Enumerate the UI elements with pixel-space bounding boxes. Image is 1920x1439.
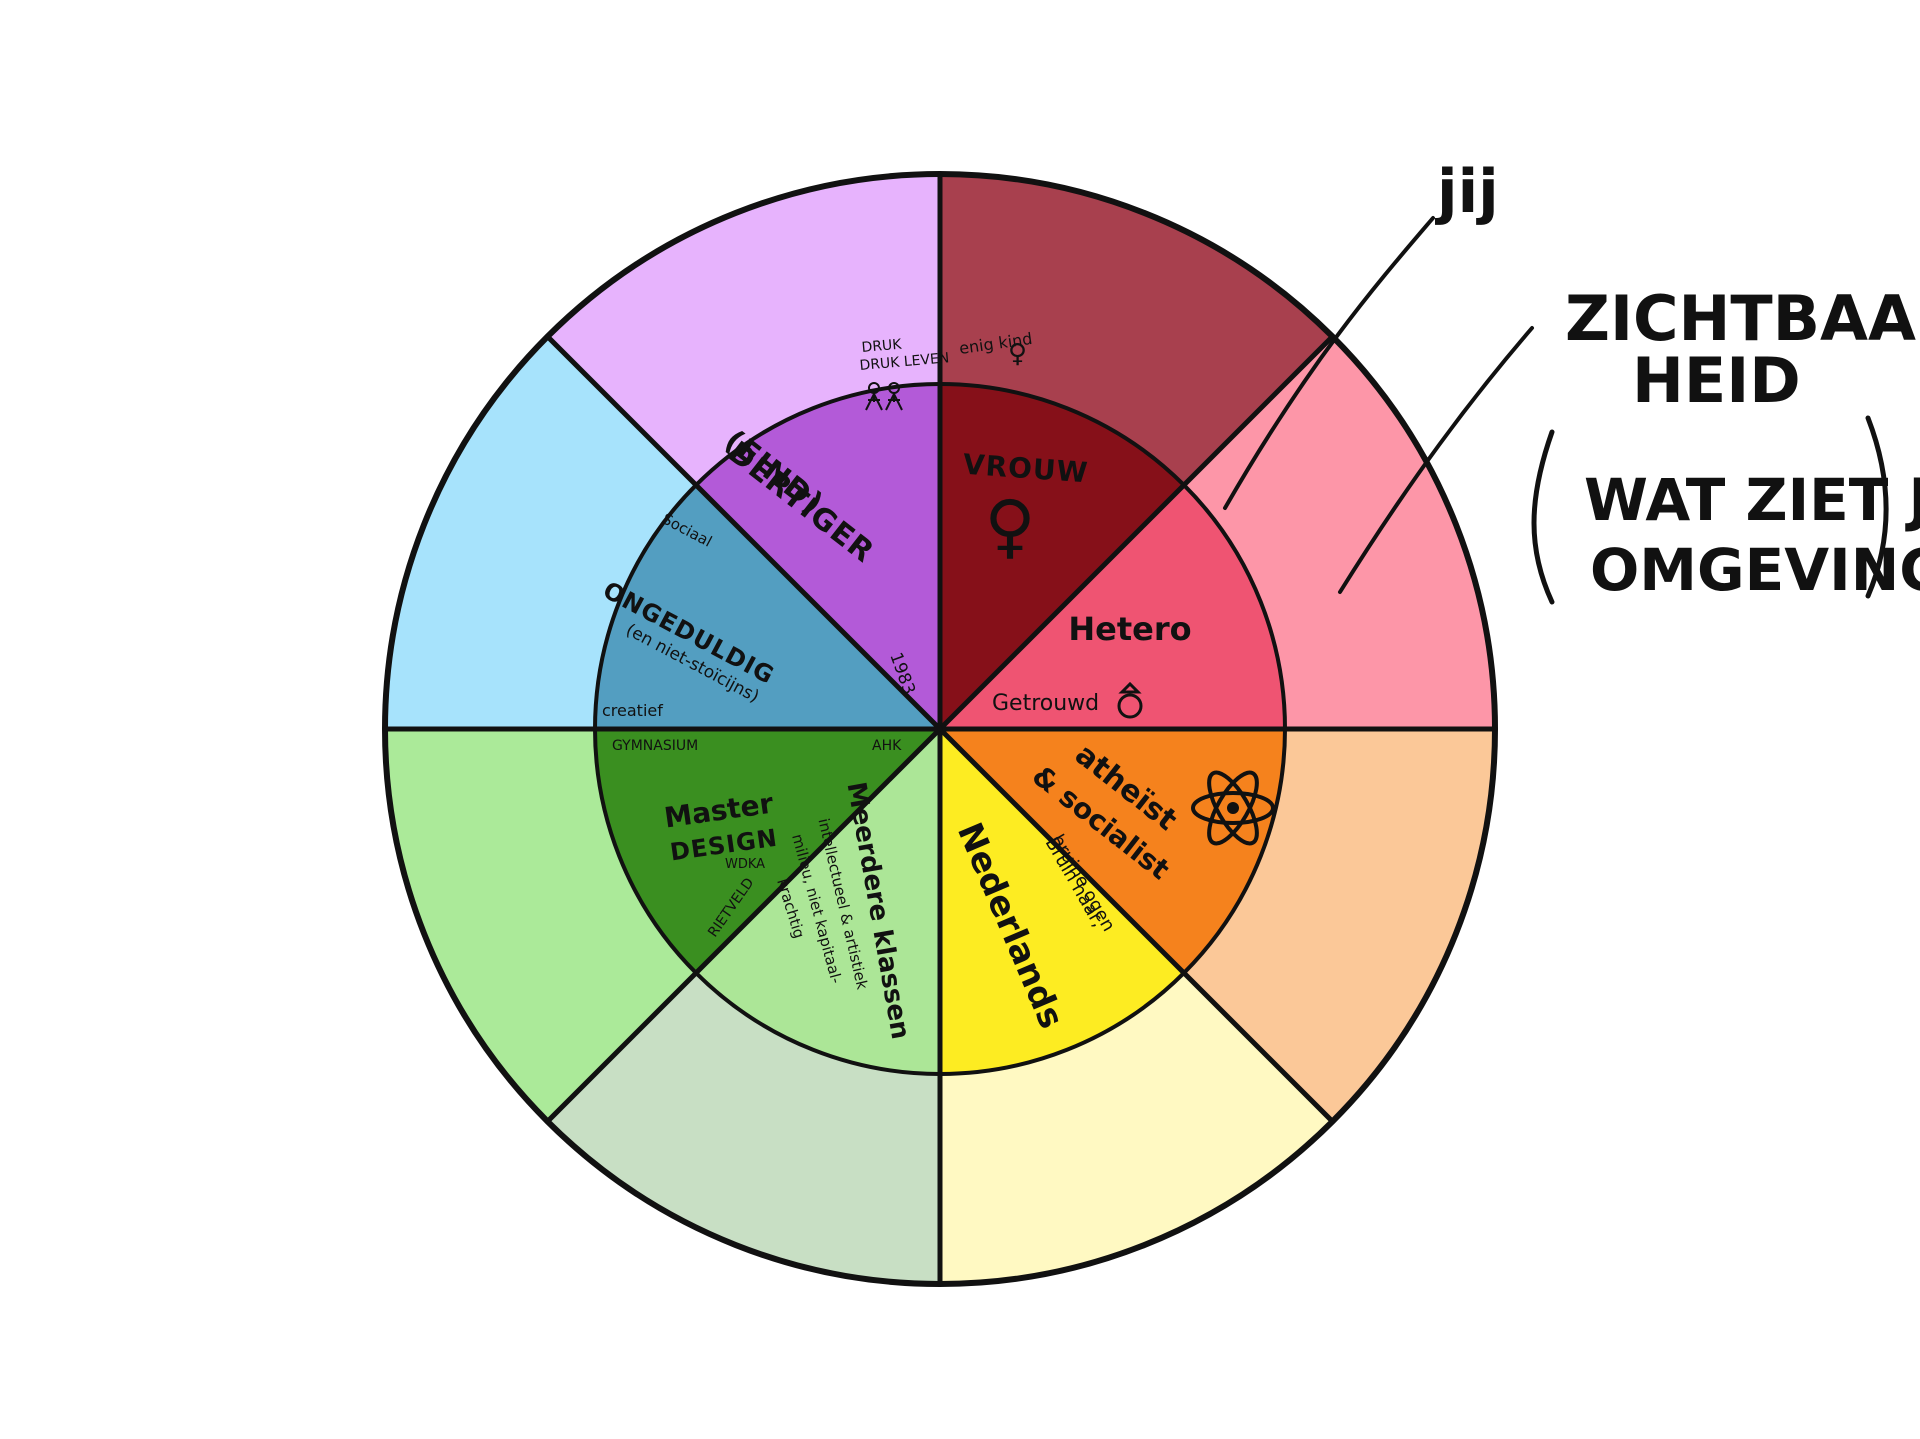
- visibility-title-1: ZICHTBAAR-: [1565, 282, 1920, 355]
- gymnasium-note: GYMNASIUM: [612, 738, 698, 754]
- busy-life-note-2: DRUK LEVEN: [859, 350, 950, 374]
- divider-line: [545, 334, 943, 732]
- inner-disc: [595, 384, 1285, 1075]
- open-paren: [1531, 429, 1555, 605]
- divider-line: [545, 726, 943, 1124]
- busy-life-note-1: DRUK: [861, 336, 903, 355]
- visibility-title-2: HEID: [1632, 344, 1801, 417]
- creative-note: creatief: [602, 701, 663, 720]
- school-note: WDKA: [725, 857, 765, 872]
- atom-icon: [1191, 770, 1275, 846]
- segment-gender: VROUW ♀ enig kind ♀: [958, 329, 1090, 567]
- annotation-visibility: ZICHTBAAR- HEID WAT ZIET JE OMGEVING?: [1338, 282, 1920, 605]
- person-icon: ♀: [1008, 339, 1027, 369]
- you-pointer-line: [1223, 216, 1435, 510]
- inner-wedge-origin: [940, 729, 1184, 1074]
- inner-wedge-class: [696, 729, 940, 1075]
- inner-wedge-sexuality: [940, 485, 1285, 729]
- inner-wedge-age: [696, 384, 940, 729]
- people-icon: [865, 382, 903, 411]
- ring-icon: [1117, 681, 1143, 719]
- you-label: jij: [1435, 157, 1499, 227]
- female-symbol-icon: ♀: [984, 485, 1035, 567]
- divider-line: [937, 726, 1335, 1124]
- married-note: Getrouwd: [992, 691, 1099, 716]
- visibility-pointer-line: [1338, 326, 1534, 594]
- divider-line: [937, 334, 1335, 732]
- inner-wedge-education: [595, 729, 940, 973]
- visibility-question-1: WAT ZIET JE: [1584, 466, 1920, 534]
- annotation-you: jij: [1223, 157, 1499, 510]
- inner-wedge-gender: [940, 384, 1184, 729]
- visibility-question-2: OMGEVING?: [1590, 536, 1920, 604]
- segment-sexuality: Hetero Getrouwd: [992, 610, 1192, 719]
- sexuality-label: Hetero: [1068, 610, 1191, 648]
- wheel-outlines: [382, 171, 1498, 1287]
- inner-wedge-belief: [940, 729, 1285, 973]
- close-paren: [1865, 415, 1889, 599]
- inner-wedge-character: [595, 485, 940, 729]
- ahk-note: AHK: [872, 738, 902, 754]
